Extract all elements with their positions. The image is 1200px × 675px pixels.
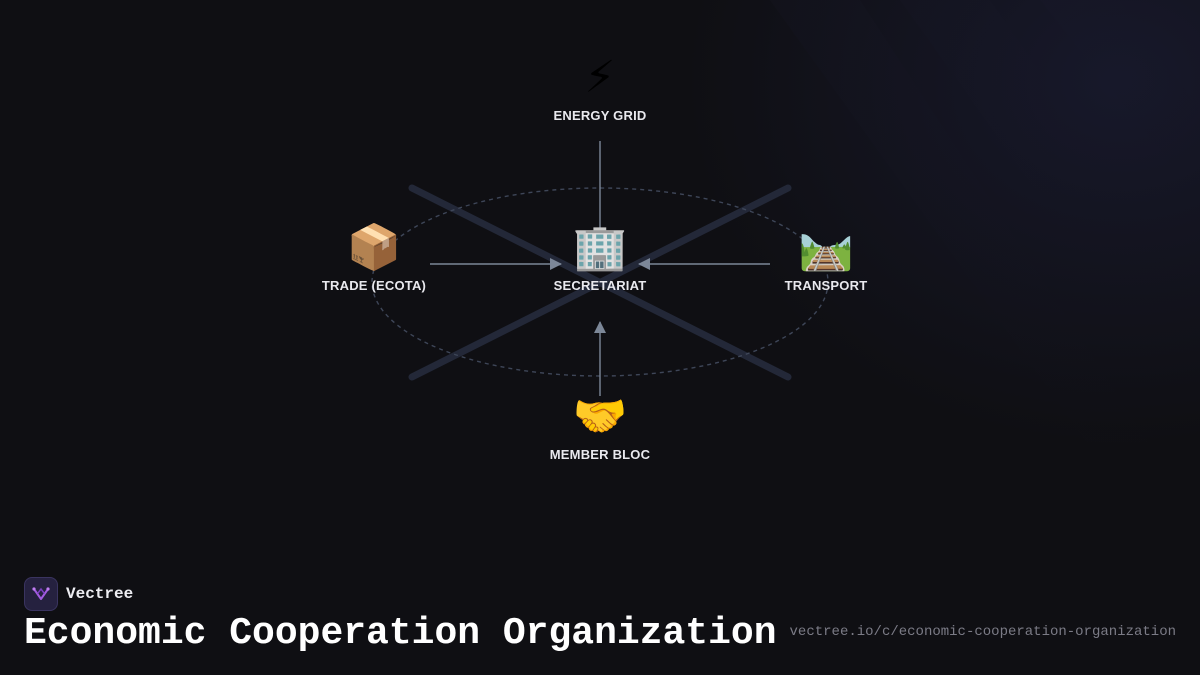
cross-line-b (408, 184, 792, 381)
node-secretariat: 🏢 SECRETARIAT (500, 222, 700, 293)
node-label: ENERGY GRID (553, 108, 647, 123)
brand-name: Vectree (66, 585, 134, 603)
brand[interactable]: Vectree (24, 577, 133, 611)
vectree-logo-icon (24, 577, 58, 611)
railway-track-icon: 🛤️ (798, 223, 854, 272)
handshake-icon: 🤝 (572, 392, 628, 441)
node-label: TRADE (ECOTA) (321, 278, 427, 293)
node-label: SECRETARIAT (553, 278, 647, 293)
node-label: TRANSPORT (784, 278, 868, 293)
package-icon: 📦 (346, 223, 402, 272)
node-trade: 📦 TRADE (ECOTA) (274, 222, 474, 293)
lightning-icon: ⚡ (584, 53, 616, 102)
node-energy-grid: ⚡ ENERGY GRID (500, 52, 700, 123)
page-title: Economic Cooperation Organization (24, 612, 777, 655)
node-transport: 🛤️ TRANSPORT (726, 222, 926, 293)
node-label: MEMBER BLOC (549, 447, 651, 462)
dashed-ring (371, 187, 829, 377)
node-member-bloc: 🤝 MEMBER BLOC (500, 391, 700, 462)
office-building-icon: 🏢 (572, 223, 628, 272)
source-url[interactable]: vectree.io/c/economic-cooperation-organi… (789, 624, 1176, 640)
